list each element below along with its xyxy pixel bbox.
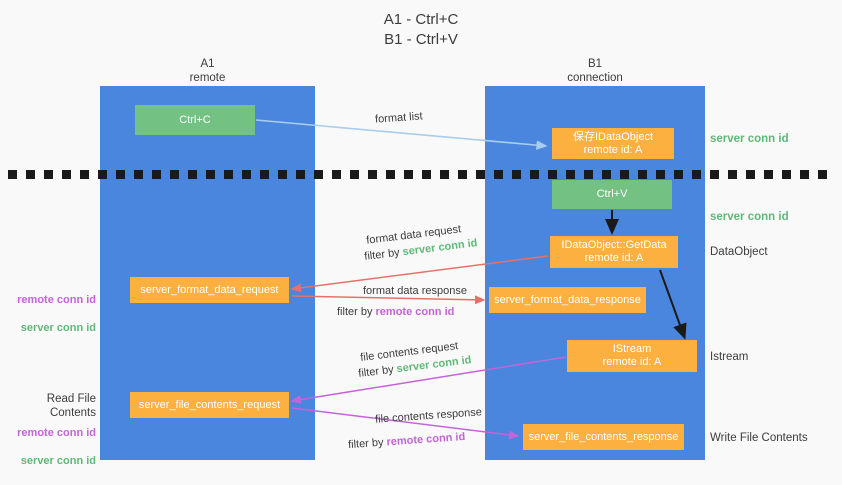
label-server-conn-id-mid: server conn id bbox=[710, 211, 789, 223]
box-server-file-contents-request[interactable]: server_file_contents_request bbox=[130, 392, 289, 418]
label-conn-ids-file: remote conn id server conn id bbox=[8, 412, 96, 482]
label-remote-conn-id-2: remote conn id bbox=[17, 427, 96, 439]
label-server-conn-id-2: server conn id bbox=[20, 455, 96, 467]
arrow-file-contents-request bbox=[290, 356, 567, 405]
column-header-a1: A1 remote bbox=[189, 58, 226, 84]
filter-by-text-4: filter by bbox=[347, 436, 387, 452]
label-server-conn-id-top: server conn id bbox=[710, 133, 789, 145]
box-ctrl-v[interactable]: Ctrl+V bbox=[552, 180, 672, 209]
arrow-format-data-request bbox=[290, 255, 549, 293]
remote-conn-id-text-1: remote conn id bbox=[375, 306, 455, 318]
label-conn-ids-format: remote conn id server conn id bbox=[8, 279, 96, 349]
arrow-file-contents-response bbox=[291, 407, 520, 440]
label-remote-conn-id-1: remote conn id bbox=[17, 294, 96, 306]
label-write-file-contents: Write File Contents bbox=[710, 432, 808, 444]
label-dataobject: DataObject bbox=[710, 246, 768, 258]
arrow-getdata-to-istream bbox=[659, 269, 687, 340]
box-server-file-contents-response[interactable]: server_file_contents_response bbox=[523, 424, 684, 450]
box-istream[interactable]: IStream remote id: A bbox=[567, 340, 697, 372]
caption-filter-by-remote-conn-id-1: filter by remote conn id bbox=[337, 305, 454, 319]
label-istream: Istream bbox=[710, 351, 749, 363]
box-ctrl-c[interactable]: Ctrl+C bbox=[135, 105, 255, 135]
label-server-conn-id-1: server conn id bbox=[20, 322, 96, 334]
column-header-b1: B1 connection bbox=[567, 58, 623, 84]
box-server-format-data-response[interactable]: server_format_data_response bbox=[489, 287, 646, 313]
arrow-format-list bbox=[255, 119, 548, 150]
box-idataobject-getdata[interactable]: IDataObject::GetData remote id: A bbox=[550, 236, 678, 268]
dashed-divider bbox=[8, 170, 834, 179]
caption-format-data-response: format data response bbox=[363, 285, 467, 297]
box-save-idataobject[interactable]: 保存IDataObject remote id: A bbox=[552, 128, 674, 159]
arrow-format-data-response bbox=[291, 295, 486, 305]
label-read-file-contents: Read File Contents bbox=[46, 393, 96, 419]
page-title: A1 - Ctrl+C B1 - Ctrl+V bbox=[383, 11, 459, 48]
box-server-format-data-request[interactable]: server_format_data_request bbox=[130, 277, 289, 303]
filter-by-text-2: filter by bbox=[337, 306, 376, 318]
